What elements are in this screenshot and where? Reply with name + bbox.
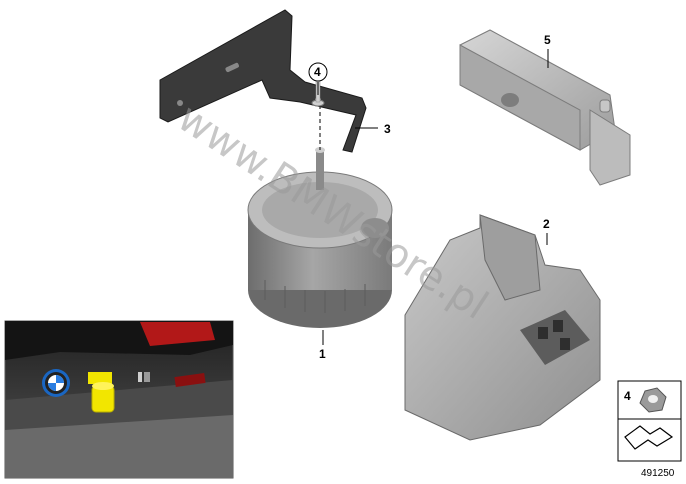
callout-4-marker: 4 xyxy=(308,62,328,82)
cover-part xyxy=(404,214,601,441)
parts-box-label: 4 xyxy=(624,389,631,403)
i-badge-icon xyxy=(138,372,150,382)
callout-2: 2 xyxy=(543,217,550,231)
bmw-logo-icon xyxy=(42,369,70,397)
module-part xyxy=(459,29,631,186)
callout-1: 1 xyxy=(319,347,326,361)
siren-part xyxy=(247,147,393,328)
parts-box: 4 xyxy=(617,380,682,462)
siren-location-highlight xyxy=(88,372,115,413)
callout-5: 5 xyxy=(544,33,551,47)
car-inset-photo xyxy=(4,320,234,479)
callout-3: 3 xyxy=(384,122,391,136)
direction-arrow-icon xyxy=(624,425,674,450)
callout-leaders xyxy=(317,49,549,345)
diagram-number: 491250 xyxy=(641,468,675,479)
callout-4: 4 xyxy=(314,65,321,79)
nut-icon xyxy=(639,387,667,413)
